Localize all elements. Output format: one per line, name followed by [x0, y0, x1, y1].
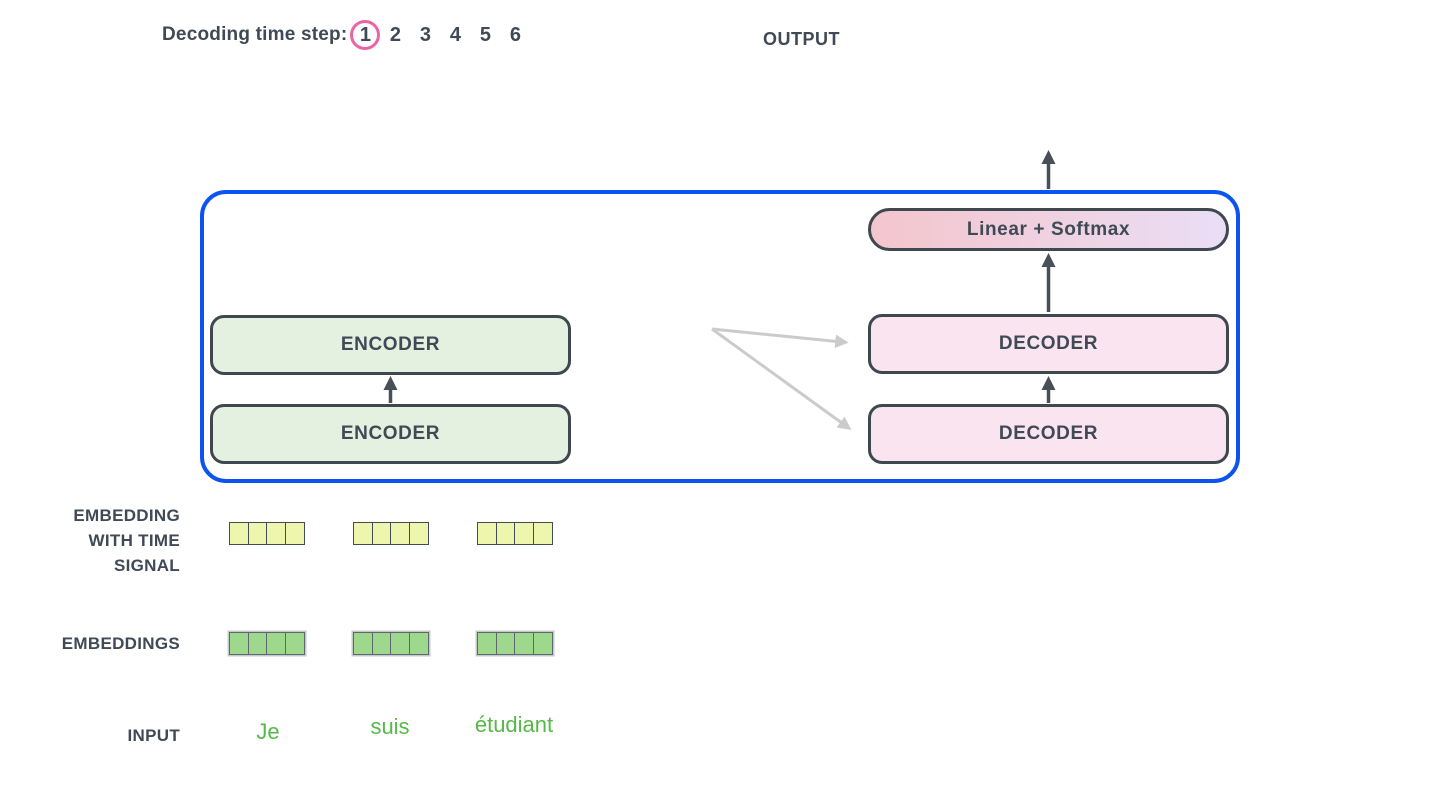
step-6[interactable]: 6: [509, 23, 521, 46]
embedding-vector-1: [229, 632, 305, 655]
vector-cell: [284, 632, 305, 655]
embedding-vector-2: [353, 632, 429, 655]
embeddings-label: EMBEDDINGS: [61, 634, 180, 653]
encoder-block-bottom: ENCODER: [210, 404, 571, 464]
vector-cell: [408, 522, 429, 545]
vector-cell: [495, 522, 516, 545]
input-label: INPUT: [127, 726, 180, 745]
time-signal-vector-3: [477, 522, 553, 545]
vector-cell: [266, 632, 287, 655]
decoding-time-step-label: Decoding time step:: [162, 24, 348, 45]
vector-cell: [390, 522, 411, 545]
step-5[interactable]: 5: [479, 23, 491, 46]
vector-cell: [477, 522, 498, 545]
time-signal-vector-1: [229, 522, 305, 545]
embedding-time-line3: SIGNAL: [113, 556, 180, 575]
vector-cell: [353, 522, 374, 545]
vector-cell: [353, 632, 374, 655]
decoding-time-step-row: Decoding time step: 1 2 3 4 5 6: [162, 17, 530, 53]
vector-cell: [266, 522, 287, 545]
embedding-time-line1: EMBEDDING: [73, 506, 180, 525]
encoder-block-top: ENCODER: [210, 315, 571, 375]
vector-cell: [532, 522, 553, 545]
vector-cell: [229, 522, 250, 545]
linear-softmax-block: Linear + Softmax: [868, 208, 1229, 251]
vector-cell: [284, 522, 305, 545]
input-token-suis: suis: [370, 714, 410, 739]
vector-cell: [514, 632, 535, 655]
input-token-je: Je: [256, 719, 280, 744]
encoder-decoder-container: [200, 190, 1240, 483]
decoder-block-top: DECODER: [868, 314, 1229, 374]
vector-cell: [514, 522, 535, 545]
vector-cell: [532, 632, 553, 655]
vector-cell: [495, 632, 516, 655]
vector-cell: [371, 632, 392, 655]
vector-cell: [371, 522, 392, 545]
embedding-vector-3: [477, 632, 553, 655]
step-3[interactable]: 3: [419, 23, 431, 46]
embedding-with-time-signal-label: EMBEDDING WITH TIME SIGNAL: [0, 503, 180, 578]
vector-cell: [477, 632, 498, 655]
step-4[interactable]: 4: [449, 23, 461, 46]
step-1-selected[interactable]: 1: [350, 20, 381, 50]
input-token-etudiant: étudiant: [474, 712, 554, 737]
vector-cell: [247, 522, 268, 545]
vector-cell: [390, 632, 411, 655]
vector-cell: [247, 632, 268, 655]
step-2[interactable]: 2: [389, 23, 401, 46]
embedding-time-line2: WITH TIME: [88, 531, 180, 550]
time-signal-vector-2: [353, 522, 429, 545]
vector-cell: [229, 632, 250, 655]
output-label: OUTPUT: [763, 29, 840, 49]
vector-cell: [408, 632, 429, 655]
decoder-block-bottom: DECODER: [868, 404, 1229, 464]
